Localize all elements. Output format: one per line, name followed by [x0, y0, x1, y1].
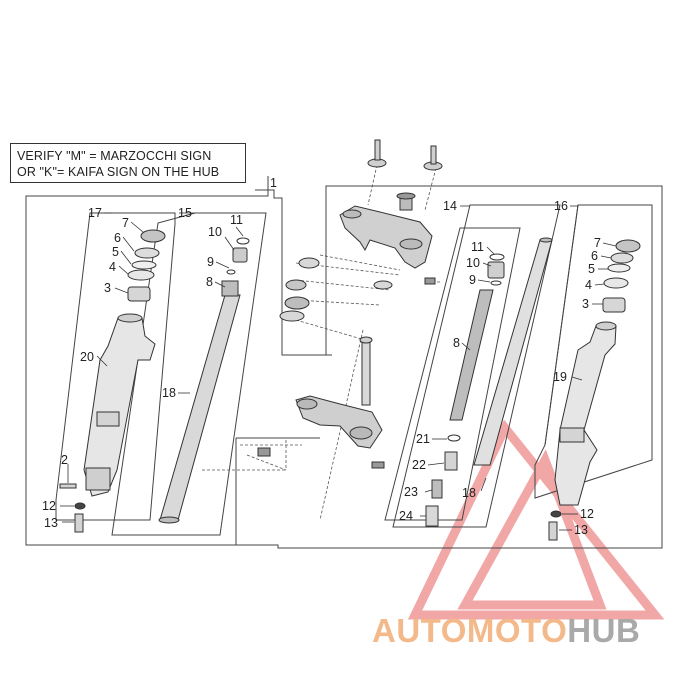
- top-bolts: [367, 139, 443, 285]
- callout-18-right: 18: [462, 486, 476, 500]
- callout-10-right: 10: [466, 256, 480, 270]
- watermark-part-1: AUTOMOTO: [372, 612, 568, 649]
- seal-stack-right: [602, 239, 641, 313]
- callout-22: 22: [412, 458, 426, 472]
- callout-21: 21: [416, 432, 430, 446]
- callout-12-right: 12: [580, 507, 594, 521]
- callout-20: 20: [80, 350, 94, 364]
- callout-9-left: 9: [207, 255, 214, 269]
- callout-19: 19: [553, 370, 567, 384]
- spring-center: [425, 253, 505, 527]
- spring-parts-left: [221, 237, 250, 297]
- upper-triple-clamp: [339, 192, 433, 269]
- steering-bearings: [279, 257, 393, 322]
- lower-triple-clamp: [257, 336, 385, 469]
- callout-1: 1: [270, 176, 277, 190]
- callout-15: 15: [178, 206, 192, 220]
- callout-7-right: 7: [594, 236, 601, 250]
- callout-13-right: 13: [574, 523, 588, 537]
- note-line-2: OR "K"= KAIFA SIGN ON THE HUB: [17, 165, 220, 179]
- fork-inner-tube-center: [473, 237, 553, 466]
- note-line-1: VERIFY "M" = MARZOCCHI SIGN: [17, 149, 212, 163]
- seal-stack-left: [127, 229, 166, 302]
- callout-labels: 1 17 7 6 5 4 3 20 2 12 13 15 11 10 9 8 1…: [42, 176, 601, 537]
- leader-lines: [60, 205, 617, 531]
- callout-8-left: 8: [206, 275, 213, 289]
- fork-outer-tube-right: [554, 321, 617, 506]
- callout-16: 16: [554, 199, 568, 213]
- callout-9-right: 9: [469, 273, 476, 287]
- callout-18-left: 18: [162, 386, 176, 400]
- callout-8-right: 8: [453, 336, 460, 350]
- fork-inner-tube-left: [158, 294, 241, 524]
- assembly-boundary-lines: [25, 176, 663, 549]
- callout-11-right: 11: [471, 240, 484, 254]
- callout-6-left: 6: [114, 231, 121, 245]
- bottom-bolts-right: [548, 510, 562, 541]
- callout-24: 24: [399, 509, 413, 523]
- watermark-part-2: HUB: [567, 612, 641, 649]
- callout-11-left: 11: [230, 213, 243, 227]
- watermark-triangle-logo: [407, 419, 665, 620]
- callout-3-right: 3: [582, 297, 589, 311]
- verify-sign-note: VERIFY "M" = MARZOCCHI SIGN OR "K"= KAIF…: [10, 143, 246, 183]
- callout-4-right: 4: [585, 278, 592, 292]
- callout-23: 23: [404, 485, 418, 499]
- callout-17: 17: [88, 206, 102, 220]
- callout-4-left: 4: [109, 260, 116, 274]
- fork-outer-tube-left: [83, 313, 156, 497]
- callout-5-right: 5: [588, 262, 595, 276]
- callout-2: 2: [61, 453, 68, 467]
- callout-3-left: 3: [104, 281, 111, 295]
- callout-13-left: 13: [44, 516, 58, 530]
- bottom-bolts-left: [59, 483, 86, 533]
- callout-5-left: 5: [112, 245, 119, 259]
- callout-7-left: 7: [122, 216, 129, 230]
- callout-14: 14: [443, 199, 457, 213]
- callout-6-right: 6: [591, 249, 598, 263]
- watermark-text: AUTOMOTOHUB: [372, 612, 640, 650]
- callout-10-left: 10: [208, 225, 222, 239]
- callout-12-left: 12: [42, 499, 56, 513]
